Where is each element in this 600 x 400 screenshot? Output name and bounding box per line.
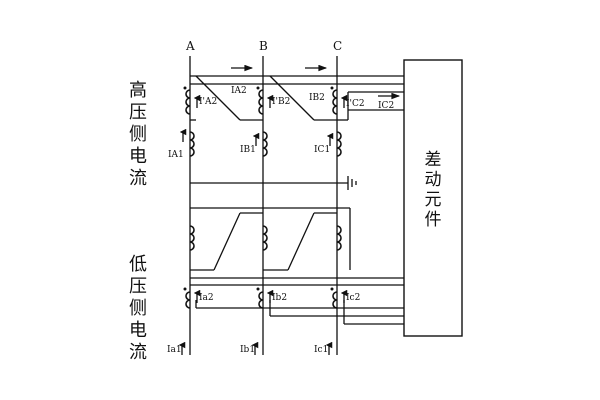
label-ia1-low: Ia1	[167, 345, 182, 355]
phase-label-b: B	[259, 39, 268, 53]
phase-label-c: C	[333, 39, 342, 53]
low-char-5: 流	[129, 342, 147, 363]
high-side-lower-coils	[189, 131, 357, 190]
label-ib1: IB1	[240, 145, 256, 155]
label-ic2-prime: I'C2	[346, 99, 365, 109]
phase-label-a: A	[185, 39, 195, 53]
low-char-4: 电	[129, 320, 147, 341]
label-ia2: IA2	[231, 86, 247, 96]
label-ib2-low: Ib2	[272, 293, 287, 303]
low-side-ct-coils	[183, 277, 404, 325]
high-side-upper-coils	[183, 86, 338, 115]
label-ib2-prime: I'B2	[272, 97, 290, 107]
high-char-2: 压	[129, 102, 147, 123]
label-ib1-low: Ib1	[240, 345, 255, 355]
label-ic1: IC1	[314, 145, 330, 155]
high-char-4: 电	[129, 146, 147, 167]
high-char-3: 侧	[129, 124, 147, 145]
low-char-3: 侧	[129, 298, 147, 319]
label-ia2-low: Ia2	[199, 293, 214, 303]
high-side-delta-windings	[190, 75, 404, 121]
relay-char-4: 件	[425, 210, 442, 230]
differential-relay-box	[403, 59, 463, 337]
high-char-5: 流	[129, 168, 147, 189]
relay-char-2: 动	[425, 170, 442, 190]
high-char-1: 高	[129, 80, 147, 101]
label-ia2-prime: I'A2	[199, 97, 217, 107]
label-ic1-low: Ic1	[314, 345, 328, 355]
low-char-1: 低	[129, 254, 147, 275]
current-arrows	[178, 64, 401, 355]
label-ic2: IC2	[378, 101, 394, 111]
low-char-2: 压	[129, 276, 147, 297]
high-side-label: 高 压 侧 电 流	[129, 80, 147, 189]
current-labels: I'A2 I'B2 I'C2 IA2 IB2 IC2 IA1 IB1 IC1 I…	[167, 86, 394, 355]
low-side-label: 低 压 侧 电 流	[129, 254, 147, 363]
label-ic2-low: Ic2	[346, 293, 360, 303]
label-ia1: IA1	[168, 150, 184, 160]
relay-char-3: 元	[425, 190, 442, 210]
relay-label: 差 动 元 件	[425, 150, 442, 230]
low-side-windings	[189, 207, 351, 271]
label-ib2: IB2	[309, 93, 325, 103]
relay-char-1: 差	[425, 150, 442, 170]
